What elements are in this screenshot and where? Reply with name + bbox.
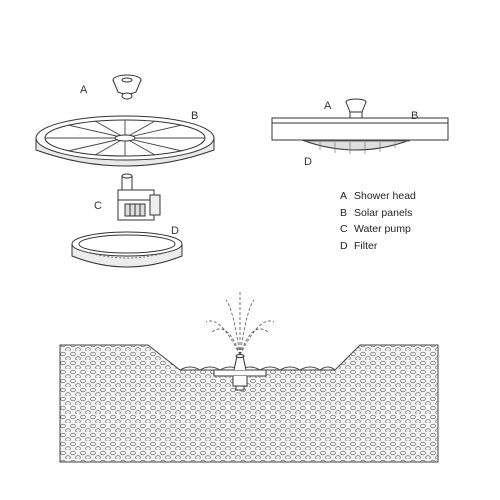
parts-legend: A Shower head B Solar panels C Water pump D… — [340, 190, 416, 256]
legend-letter: D — [340, 239, 348, 252]
label-solar-panels-assembled: B — [411, 110, 419, 122]
label-filter-assembled: D — [304, 156, 312, 168]
pond-cross-section — [59, 344, 439, 463]
solar-panel-exploded — [35, 115, 215, 167]
legend-item: A Shower head — [340, 190, 416, 207]
water-spray — [205, 292, 275, 356]
filter-exploded — [71, 231, 183, 268]
legend-item: C Water pump — [340, 223, 416, 240]
legend-item: B Solar panels — [340, 207, 416, 224]
label-filter-exploded: D — [171, 225, 179, 237]
legend-letter: C — [340, 223, 348, 235]
label-shower-head-exploded: A — [80, 84, 88, 96]
legend-text: Water pump — [354, 223, 411, 235]
legend-text: Solar panels — [354, 206, 413, 219]
legend-letter: A — [340, 190, 348, 202]
legend-letter: B — [340, 206, 348, 219]
legend-text: Shower head — [354, 190, 416, 202]
label-water-pump-exploded: C — [94, 200, 102, 212]
legend-item: D Filter — [340, 240, 416, 257]
water-pump-exploded — [117, 173, 161, 221]
assembled-side-view — [271, 98, 449, 154]
label-shower-head-assembled: A — [324, 100, 332, 112]
floating-fountain — [213, 354, 267, 391]
legend-text: Filter — [354, 239, 378, 252]
label-solar-panels-exploded: B — [191, 110, 199, 122]
shower-head-exploded — [112, 74, 142, 100]
